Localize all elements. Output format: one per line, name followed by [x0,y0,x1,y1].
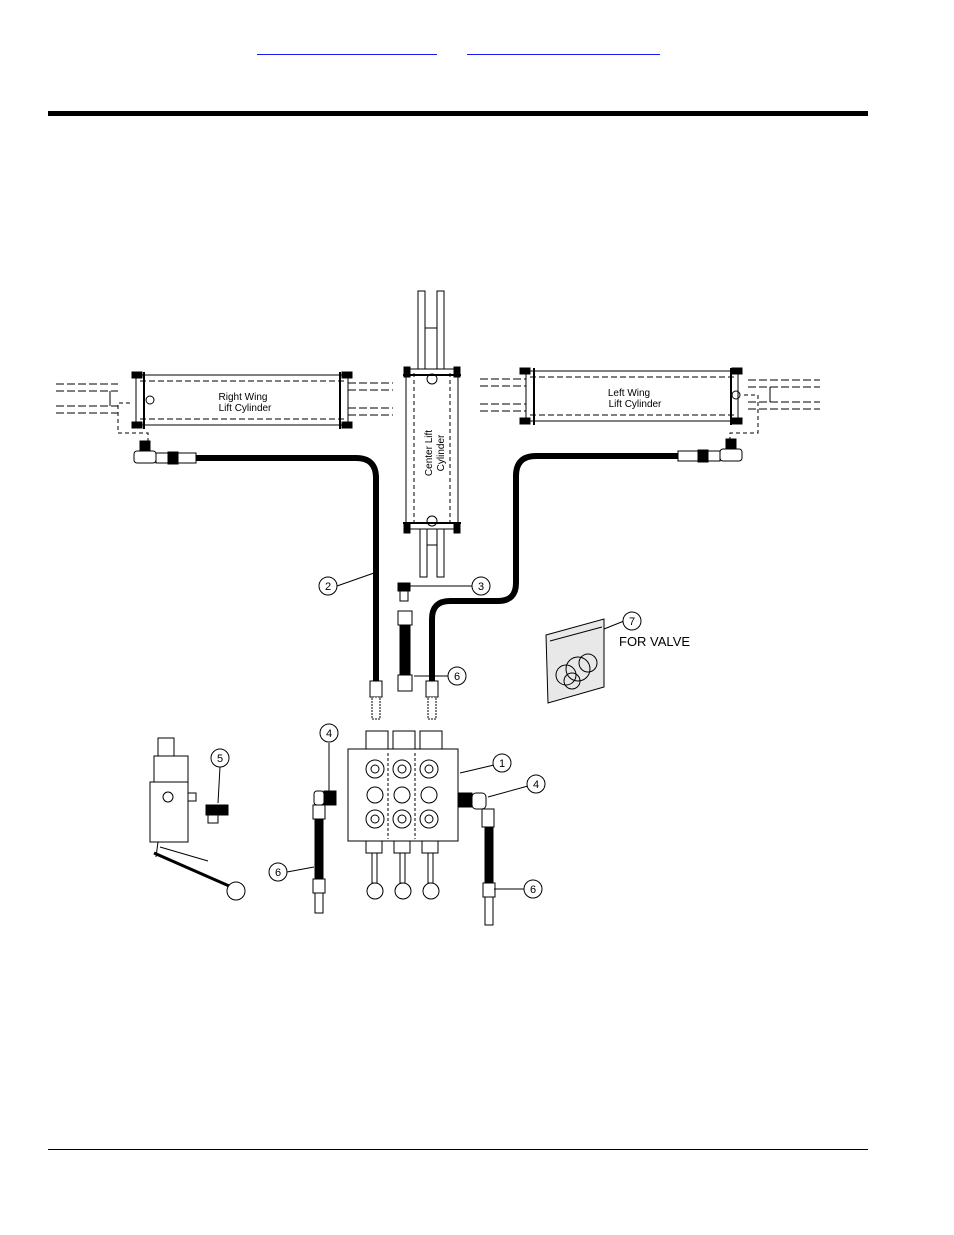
footer-rule [48,1149,868,1150]
hose-end-fittings [369,680,439,720]
callout-4-right: 4 [526,774,546,794]
leader-lines [217,572,625,890]
center-cylinder-label-line1: Center Lift [424,430,435,476]
valve-right-elbow-and-hose [457,792,496,926]
header-rule [48,111,868,116]
center-cylinder-label-line2: Cylinder [436,434,447,471]
svg-text:6: 6 [530,884,536,896]
callout-4-left: 4 [319,723,339,743]
svg-text:3: 3 [478,581,484,593]
hose-right-wing [196,455,379,683]
right-wing-label-line1: Right Wing [219,392,268,403]
svg-text:6: 6 [275,867,281,879]
svg-text:7: 7 [629,616,635,628]
svg-text:4: 4 [326,728,332,740]
header-link-1[interactable] [257,40,437,55]
right-wing-lift-cylinder [56,371,393,443]
header-link-2[interactable] [467,40,660,55]
control-valve [347,730,459,900]
svg-text:2: 2 [325,581,331,593]
hydraulic-lift-diagram: Center Lift Cylinder Right Wing Lift Cyl… [48,283,830,938]
callout-7: 7 [622,611,642,631]
callout-2: 2 [318,576,338,596]
single-valve-with-handle [149,737,246,901]
svg-text:5: 5 [217,753,223,765]
callout-6-left: 6 [268,862,288,882]
left-wing-label-line1: Left Wing [608,388,650,399]
svg-text:6: 6 [454,671,460,683]
right-wing-label-line2: Lift Cylinder [219,403,272,414]
hose-left-wing [429,453,678,683]
valve-left-elbow-and-hose [312,790,337,914]
callout-5: 5 [210,748,230,768]
left-elbow-fitting [677,438,743,463]
adapter-and-short-hose [397,582,413,692]
left-wing-lift-cylinder [480,367,820,441]
svg-text:1: 1 [499,758,505,770]
callout-1: 1 [492,753,512,773]
svg-text:4: 4 [533,779,539,791]
center-lift-cylinder [403,290,461,578]
callout-6-right: 6 [523,879,543,899]
seal-kit-bag [545,618,605,704]
callout-6-center: 6 [447,666,467,686]
right-elbow-fitting [133,440,197,465]
seal-kit-label: FOR VALVE [619,634,690,649]
callout-3: 3 [471,576,491,596]
left-wing-label-line2: Lift Cylinder [609,399,662,410]
